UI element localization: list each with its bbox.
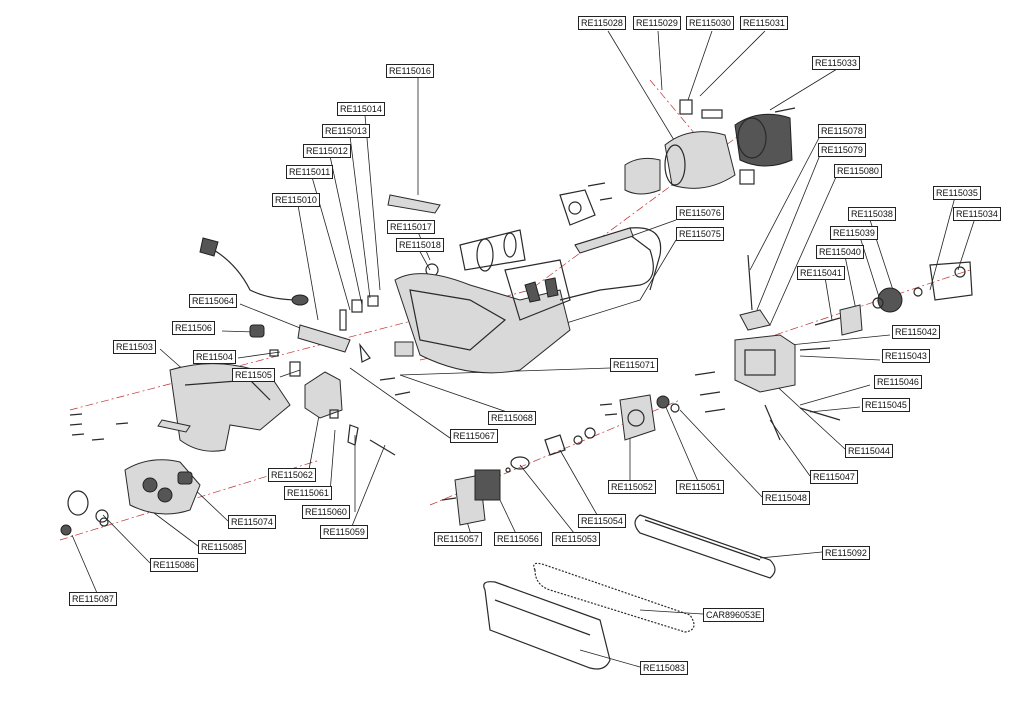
part-label-re115031: RE115031 — [740, 16, 788, 30]
part-label-re11503: RE11503 — [113, 340, 156, 354]
part-label-re115075: RE115075 — [676, 227, 724, 241]
part-label-re115092: RE115092 — [822, 546, 870, 560]
part-label-re115057: RE115057 — [434, 532, 482, 546]
parts — [60, 99, 973, 670]
part-label-re115034: RE115034 — [953, 207, 1001, 221]
part-label-re115047: RE115047 — [810, 470, 858, 484]
part-label-re115012: RE115012 — [303, 144, 351, 158]
part-label-re11505: RE11505 — [232, 368, 275, 382]
part-label-re115041: RE115041 — [797, 266, 845, 280]
part-label-re115053: RE115053 — [552, 532, 600, 546]
part-label-re115029: RE115029 — [633, 16, 681, 30]
part-label-car896053e: CAR896053E — [703, 608, 765, 622]
part-label-re115011: RE115011 — [286, 165, 334, 179]
part-label-re115074: RE115074 — [228, 515, 276, 529]
part-label-re115059: RE115059 — [320, 525, 368, 539]
part-label-re115040: RE115040 — [816, 245, 864, 259]
part-label-re115044: RE115044 — [845, 444, 893, 458]
part-label-re115085: RE115085 — [198, 540, 246, 554]
part-label-re115048: RE115048 — [762, 491, 810, 505]
part-label-re115056: RE115056 — [494, 532, 542, 546]
part-label-re11504: RE11504 — [193, 350, 236, 364]
part-label-re115078: RE115078 — [818, 124, 866, 138]
part-label-re115010: RE115010 — [272, 193, 320, 207]
part-label-re115033: RE115033 — [812, 56, 860, 70]
part-label-re115042: RE115042 — [892, 325, 940, 339]
part-label-re115087: RE115087 — [69, 592, 117, 606]
part-label-re115062: RE115062 — [268, 468, 316, 482]
part-label-re115013: RE115013 — [322, 124, 370, 138]
part-label-re115076: RE115076 — [676, 206, 724, 220]
part-label-re115071: RE115071 — [610, 358, 658, 372]
part-label-re115080: RE115080 — [834, 164, 882, 178]
part-label-re115067: RE115067 — [450, 429, 498, 443]
part-label-re115068: RE115068 — [488, 411, 536, 425]
part-label-re115046: RE115046 — [874, 375, 922, 389]
part-label-re115083: RE115083 — [640, 661, 688, 675]
part-label-re115014: RE115014 — [337, 102, 385, 116]
part-label-re115045: RE115045 — [862, 398, 910, 412]
part-label-re115064: RE115064 — [189, 294, 237, 308]
part-label-re115051: RE115051 — [676, 480, 724, 494]
part-label-re115035: RE115035 — [933, 186, 981, 200]
part-label-re115086: RE115086 — [150, 558, 198, 572]
part-label-re115052: RE115052 — [608, 480, 656, 494]
part-label-re115038: RE115038 — [848, 207, 896, 221]
part-label-re115043: RE115043 — [882, 349, 930, 363]
part-label-re115054: RE115054 — [578, 514, 626, 528]
part-label-re115060: RE115060 — [302, 505, 350, 519]
part-label-re11506: RE11506 — [172, 321, 215, 335]
part-label-re115030: RE115030 — [686, 16, 734, 30]
part-label-re115079: RE115079 — [818, 143, 866, 157]
part-label-re115028: RE115028 — [578, 16, 626, 30]
part-label-re115016: RE115016 — [386, 64, 434, 78]
part-label-re115039: RE115039 — [830, 226, 878, 240]
part-label-re115061: RE115061 — [284, 486, 332, 500]
part-label-re115017: RE115017 — [387, 220, 435, 234]
part-label-re115018: RE115018 — [396, 238, 444, 252]
